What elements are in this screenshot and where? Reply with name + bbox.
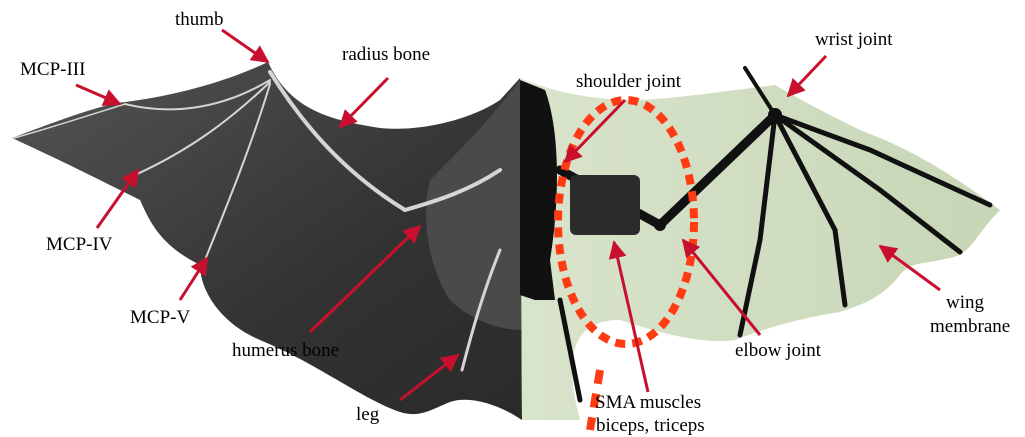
label-radius-bone: radius bone [342, 44, 430, 65]
label-mcp-iii: MCP-III [20, 59, 85, 80]
radius-bone-arrow [340, 78, 388, 127]
label-sma-muscles-line2: biceps, triceps [596, 415, 705, 436]
label-wrist-joint: wrist joint [815, 29, 893, 50]
label-thumb: thumb [175, 9, 224, 30]
label-elbow-joint: elbow joint [735, 340, 822, 361]
sma-actuator-block [570, 175, 640, 235]
wrist-joint-arrow [788, 56, 826, 96]
label-mcp-v: MCP-V [130, 307, 190, 328]
label-mcp-iv: MCP-IV [46, 234, 113, 255]
robot-elbow-hub [654, 219, 666, 231]
robot-wrist-hub [768, 108, 782, 122]
label-humerus-bone: humerus bone [232, 340, 339, 361]
thumb-arrow [222, 30, 268, 62]
mcp-iii-arrow [76, 85, 120, 104]
label-wing-membrane-line2: membrane [930, 316, 1010, 337]
label-sma-muscles-line1: SMA muscles [595, 392, 701, 413]
label-leg: leg [356, 404, 380, 425]
label-shoulder-joint: shoulder joint [576, 71, 682, 92]
label-wing-membrane-line1: wing [946, 292, 985, 313]
